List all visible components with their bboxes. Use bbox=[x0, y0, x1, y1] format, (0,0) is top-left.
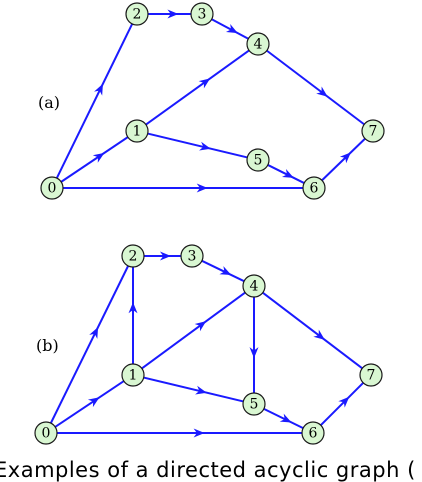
edge-2-3 bbox=[144, 251, 181, 261]
node-3: 3 bbox=[180, 244, 204, 268]
arrowhead-icon bbox=[194, 321, 207, 332]
arrowhead-icon bbox=[92, 152, 105, 163]
arrowhead-icon bbox=[249, 347, 259, 359]
arrowhead-icon bbox=[338, 396, 350, 408]
edge-3-4 bbox=[211, 18, 249, 40]
edge-0-1 bbox=[60, 136, 129, 183]
arrowhead-icon bbox=[193, 428, 205, 438]
node-6: 6 bbox=[301, 421, 325, 445]
node-label: 0 bbox=[42, 426, 51, 442]
node-label: 0 bbox=[48, 181, 57, 197]
panel-a-label: (a) bbox=[38, 93, 60, 112]
node-5: 5 bbox=[246, 148, 270, 172]
node-label: 7 bbox=[369, 124, 378, 140]
node-label: 1 bbox=[133, 124, 142, 140]
edge-5-6 bbox=[263, 407, 304, 430]
edge-1-5 bbox=[147, 132, 248, 159]
edge-1-4 bbox=[141, 291, 246, 370]
node-2: 2 bbox=[121, 244, 145, 268]
arrowhead-icon bbox=[94, 83, 103, 96]
edge-3-4 bbox=[201, 259, 245, 283]
edge-1-5 bbox=[143, 376, 244, 403]
arrowhead-icon bbox=[339, 152, 351, 164]
node-label: 4 bbox=[250, 279, 259, 295]
node-1: 1 bbox=[125, 119, 149, 143]
node-1: 1 bbox=[121, 363, 145, 387]
node-0: 0 bbox=[34, 421, 58, 445]
edge-1-4 bbox=[145, 49, 250, 126]
node-3: 3 bbox=[190, 2, 214, 26]
edge-5-6 bbox=[267, 164, 305, 184]
arrowhead-icon bbox=[313, 329, 325, 340]
node-7: 7 bbox=[359, 363, 383, 387]
edge-4-7 bbox=[266, 49, 365, 126]
edge-6-7 bbox=[321, 137, 366, 182]
arrowhead-icon bbox=[316, 86, 328, 97]
arrowhead-icon bbox=[198, 78, 211, 89]
node-0: 0 bbox=[40, 176, 64, 200]
node-label: 6 bbox=[309, 426, 318, 442]
arrowhead-icon bbox=[89, 326, 99, 339]
edge-0-6 bbox=[57, 428, 302, 438]
edge-2-3 bbox=[148, 9, 191, 19]
panel-a: (a) 0 1 2 3 4 5 6 7 bbox=[38, 2, 385, 200]
node-label: 5 bbox=[250, 397, 259, 413]
panel-b-label: (b) bbox=[36, 336, 59, 355]
node-label: 3 bbox=[198, 7, 207, 23]
edge-0-2 bbox=[55, 23, 134, 179]
edge-6-7 bbox=[320, 382, 364, 426]
arrowhead-icon bbox=[279, 413, 292, 423]
edge-4-7 bbox=[262, 291, 363, 370]
panel-b: (b) 0 1 2 3 4 5 6 7 bbox=[34, 244, 383, 445]
node-label: 2 bbox=[129, 249, 138, 265]
node-7: 7 bbox=[361, 119, 385, 143]
arrowhead-icon bbox=[219, 266, 232, 276]
node-5: 5 bbox=[242, 392, 266, 416]
node-label: 2 bbox=[133, 7, 142, 23]
arrowhead-icon bbox=[195, 385, 207, 395]
figure-caption: Examples of a directed acyclic graph ( bbox=[0, 458, 416, 482]
arrowhead-icon bbox=[159, 251, 171, 261]
node-label: 1 bbox=[129, 368, 138, 384]
edge-0-6 bbox=[63, 183, 303, 193]
node-2: 2 bbox=[125, 2, 149, 26]
edge-1-2 bbox=[128, 267, 138, 364]
node-label: 5 bbox=[254, 153, 263, 169]
arrowhead-icon bbox=[281, 168, 294, 178]
node-label: 4 bbox=[254, 37, 263, 53]
arrowhead-icon bbox=[225, 24, 238, 34]
arrowhead-icon bbox=[87, 397, 100, 408]
edge-0-2 bbox=[49, 265, 130, 424]
arrowhead-icon bbox=[199, 141, 211, 151]
arrowhead-icon bbox=[128, 302, 138, 314]
node-label: 7 bbox=[367, 368, 376, 384]
node-label: 6 bbox=[310, 181, 319, 197]
node-label: 3 bbox=[188, 249, 197, 265]
edge-4-5 bbox=[249, 297, 259, 393]
arrowhead-icon bbox=[167, 9, 179, 19]
node-6: 6 bbox=[302, 176, 326, 200]
node-4: 4 bbox=[246, 32, 270, 56]
node-4: 4 bbox=[242, 274, 266, 298]
edge-0-1 bbox=[54, 380, 125, 428]
arrowhead-icon bbox=[196, 183, 208, 193]
